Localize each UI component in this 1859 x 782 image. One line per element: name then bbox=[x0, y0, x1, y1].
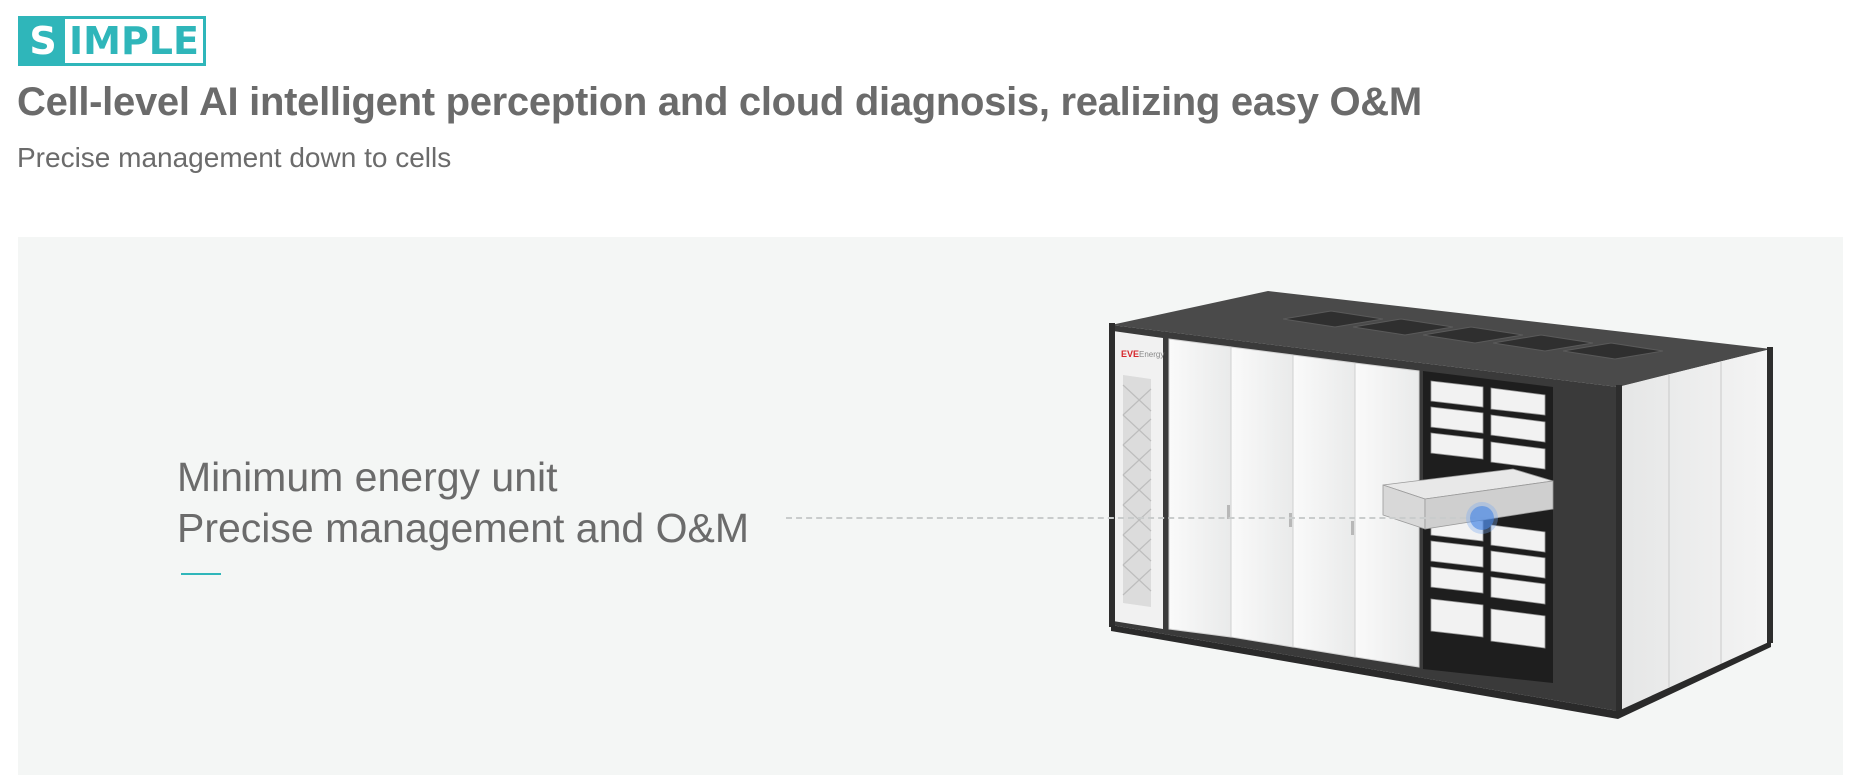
battery-container-image: EVE Energy bbox=[1109, 291, 1773, 719]
container-doors bbox=[1168, 338, 1420, 668]
container-roof bbox=[1111, 291, 1771, 387]
simple-logo: S IMPLE bbox=[18, 16, 206, 66]
hotspot-marker[interactable] bbox=[1470, 506, 1494, 530]
logo-first-letter: S bbox=[21, 19, 65, 63]
frame-posts bbox=[1109, 323, 1773, 713]
feature-line-1: Minimum energy unit bbox=[177, 454, 558, 500]
brand-logo-mark-suffix: Energy bbox=[1139, 350, 1164, 359]
brand-logo-mark: EVE bbox=[1121, 349, 1139, 359]
feature-line-2: Precise management and O&M bbox=[177, 505, 749, 551]
feature-text: Minimum energy unit Precise management a… bbox=[177, 452, 749, 554]
container-side-face bbox=[1618, 349, 1771, 711]
page-subtitle: Precise management down to cells bbox=[17, 142, 452, 173]
vent-grille bbox=[1122, 375, 1152, 607]
logo-rest-letters: IMPLE bbox=[69, 19, 199, 63]
roof-vents bbox=[1282, 310, 1664, 360]
side-panel-seams bbox=[1668, 362, 1722, 687]
page-title: Cell-level AI intelligent perception and… bbox=[17, 80, 1422, 124]
feature-panel: Minimum energy unit Precise management a… bbox=[18, 237, 1843, 775]
callout-dashed-line bbox=[786, 517, 1486, 519]
accent-underline bbox=[181, 573, 221, 575]
door-handles bbox=[1227, 505, 1354, 535]
